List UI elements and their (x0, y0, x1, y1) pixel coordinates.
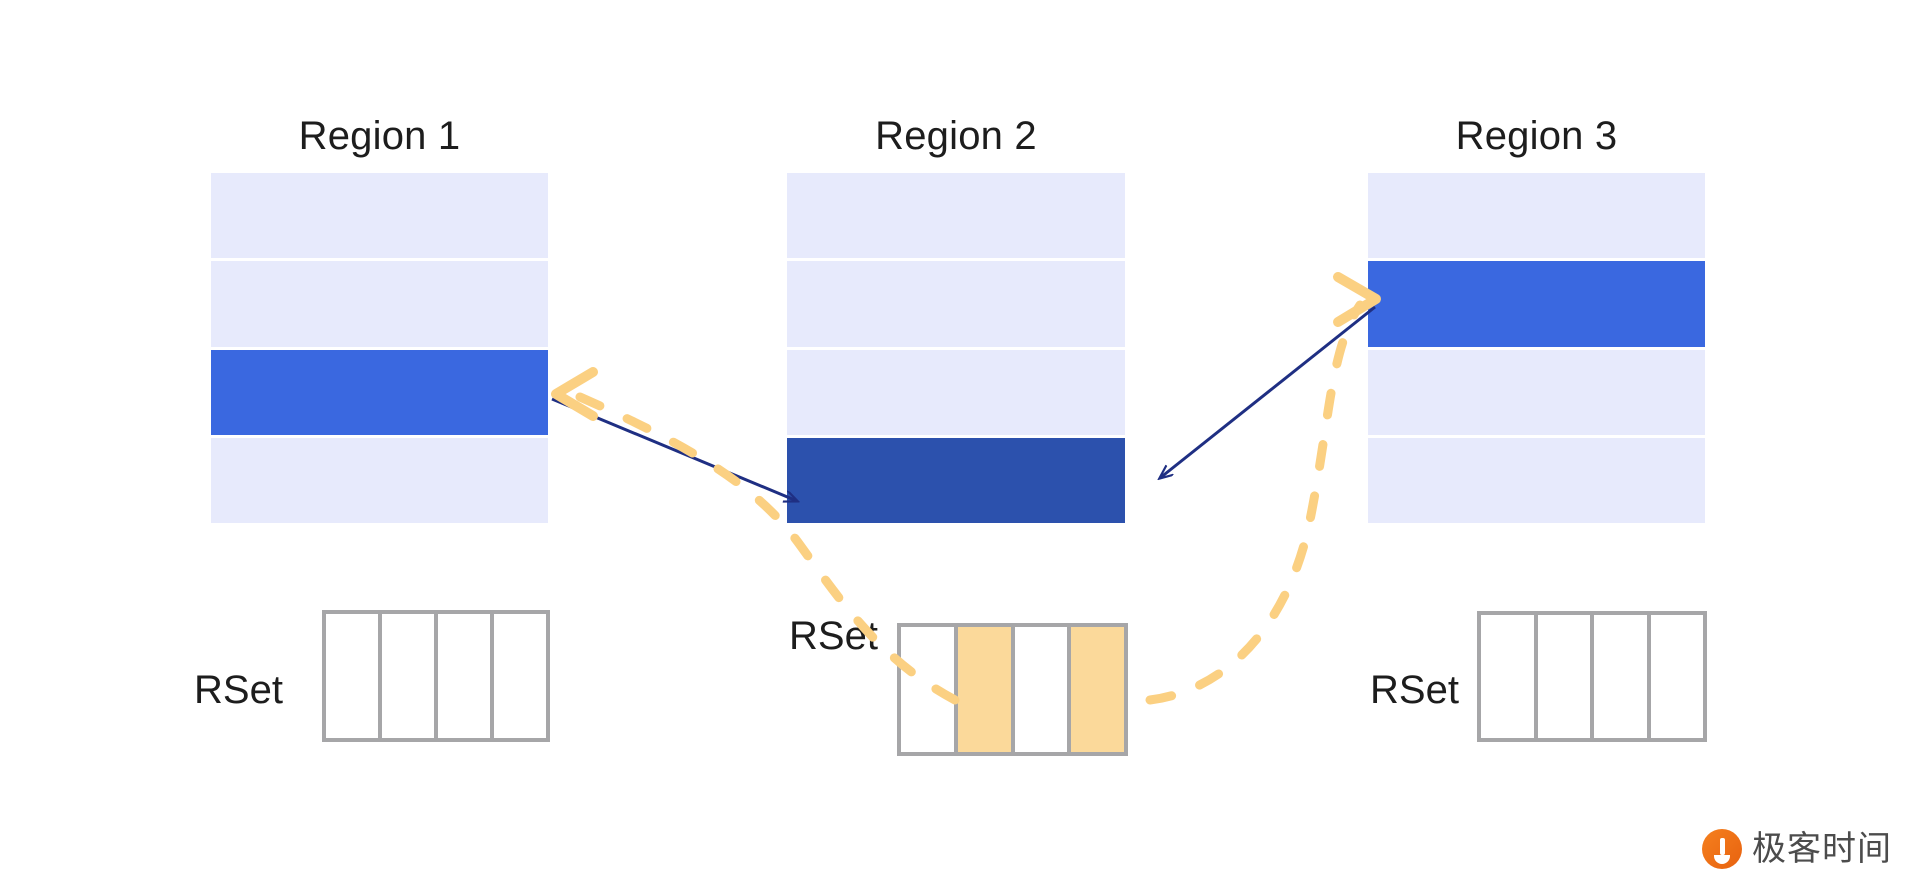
rset-3-cell-0 (1481, 615, 1538, 738)
region-2-row-1 (787, 261, 1125, 350)
region-3-row-0 (1368, 173, 1705, 262)
region-1-row-2-highlighted (211, 349, 548, 438)
region-title-2: Region 2 (875, 114, 1037, 158)
rset-box-1 (322, 610, 550, 742)
rset-1-cell-1 (382, 614, 438, 738)
rset-1-cell-3 (494, 614, 546, 738)
rset-1-cell-2 (438, 614, 494, 738)
rset-2-cell-0 (901, 627, 958, 752)
rset-3-cell-2 (1594, 615, 1651, 738)
rset-1-cell-0 (326, 614, 382, 738)
rset-2-cell-1-filled (957, 627, 1015, 752)
dashed-arrow-rset-to-region3 (1145, 300, 1365, 705)
rset-label-1: RSet (194, 668, 283, 712)
rset-box-3 (1477, 611, 1707, 742)
region-1-row-1 (211, 261, 548, 350)
region-1-row-3 (211, 437, 548, 523)
region-3-row-2 (1368, 349, 1705, 438)
rset-label-2: RSet (789, 614, 878, 658)
rset-3-cell-1 (1537, 615, 1594, 738)
region-2-row-2 (787, 349, 1125, 438)
rset-2-cell-3-filled (1071, 627, 1124, 752)
region-2-row-0 (787, 173, 1125, 262)
region-title-3: Region 3 (1455, 114, 1618, 158)
region-2-row-3-highlighted (787, 437, 1125, 523)
solid-arrow-region1-to-region2 (551, 397, 797, 501)
region-box-3 (1368, 173, 1705, 523)
rset-3-cell-3 (1650, 615, 1703, 738)
rset-box-2 (897, 623, 1128, 756)
region-3-row-3 (1368, 437, 1705, 523)
dashed-arrow-head-region1 (551, 367, 598, 421)
region-box-2 (787, 173, 1125, 523)
solid-arrow-region3-to-region2 (1160, 305, 1376, 478)
region-box-1 (211, 173, 548, 523)
watermark-logo: 极客时间 (1702, 829, 1892, 869)
region-column-2: Region 2 (787, 0, 1125, 891)
region-column-3: Region 3 (1368, 0, 1705, 891)
geektime-logo-icon (1702, 829, 1742, 869)
rset-label-3: RSet (1370, 668, 1459, 712)
watermark-text: 极客时间 (1752, 829, 1892, 869)
region-column-1: Region 1 (211, 0, 548, 891)
region-title-1: Region 1 (298, 114, 461, 158)
rset-2-cell-2 (1014, 627, 1072, 752)
region-1-row-0 (211, 173, 548, 262)
region-3-row-1-highlighted (1368, 261, 1705, 350)
